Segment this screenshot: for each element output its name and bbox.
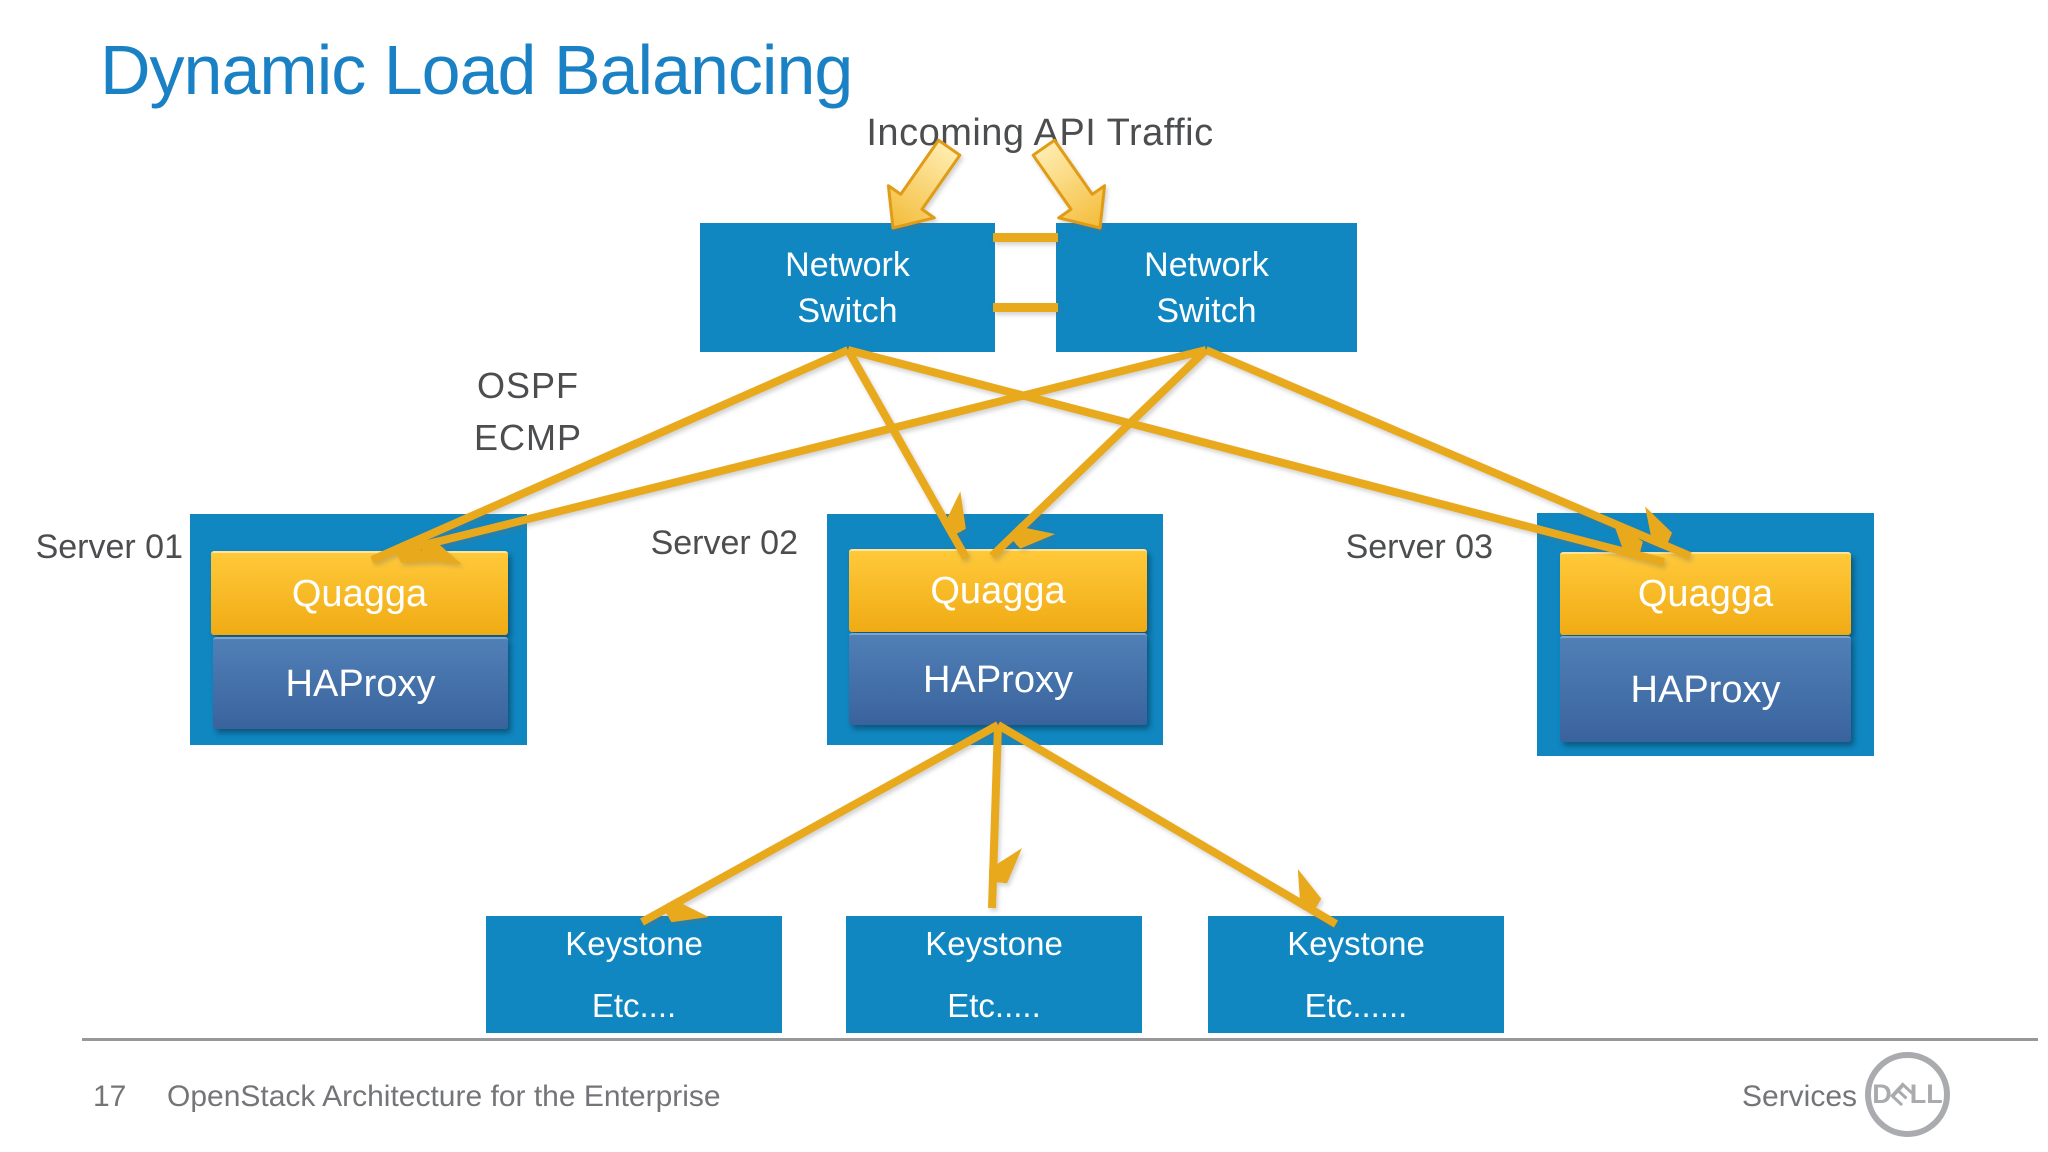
arrow-lb-keystone2 [988, 724, 998, 909]
keystone-etc-line: Etc..... [947, 986, 1041, 1024]
network-switch-2: Network Switch [1056, 223, 1357, 352]
keystone-line: Keystone [925, 924, 1063, 962]
arrow-lb-keystone3 [995, 721, 1339, 928]
footer-services-label: Services [1742, 1080, 1858, 1113]
server-01-label: Server 01 [35, 528, 183, 566]
switch-link-2 [993, 303, 1058, 312]
deck-title: OpenStack Architecture for the Enterpris… [167, 1080, 721, 1113]
page-number: 17 [93, 1080, 127, 1113]
server-03-label: Server 03 [1345, 528, 1493, 566]
dell-logo-letters: LL [1909, 1079, 1943, 1109]
switch-line: Network [785, 245, 910, 284]
server-01-quagga: Quagga [211, 551, 508, 635]
keystone-line: Keystone [565, 924, 703, 962]
server-03-quagga: Quagga [1560, 552, 1851, 635]
keystone-box-3: Keystone Etc...... [1208, 916, 1504, 1033]
switch-line: Switch [797, 291, 898, 330]
keystone-etc-line: Etc...... [1304, 986, 1408, 1024]
network-switch-1: Network Switch [700, 223, 995, 352]
incoming-traffic-label: Incoming API Traffic [866, 112, 1214, 154]
keystone-box-1: Keystone Etc.... [486, 916, 782, 1033]
dell-logo-letter: D [1872, 1079, 1892, 1109]
switch-link-1 [993, 233, 1058, 242]
keystone-line: Keystone [1287, 924, 1425, 962]
arrow-lb-keystone1 [640, 721, 1000, 922]
slide-title: Dynamic Load Balancing [100, 31, 853, 109]
server-02-haproxy: HAProxy [849, 633, 1147, 725]
switch-line: Network [1144, 245, 1269, 284]
ospf-label: OSPF [476, 365, 579, 406]
ecmp-label: ECMP [473, 417, 582, 458]
server-01-haproxy: HAProxy [213, 637, 508, 729]
keystone-etc-line: Etc.... [591, 986, 677, 1024]
keystone-box-2: Keystone Etc..... [846, 916, 1142, 1033]
server-02-label: Server 02 [650, 524, 798, 562]
switch-line: Switch [1156, 291, 1257, 330]
server-02-quagga: Quagga [849, 549, 1147, 632]
footer-divider [82, 1038, 2038, 1041]
server-03-haproxy: HAProxy [1560, 636, 1851, 742]
